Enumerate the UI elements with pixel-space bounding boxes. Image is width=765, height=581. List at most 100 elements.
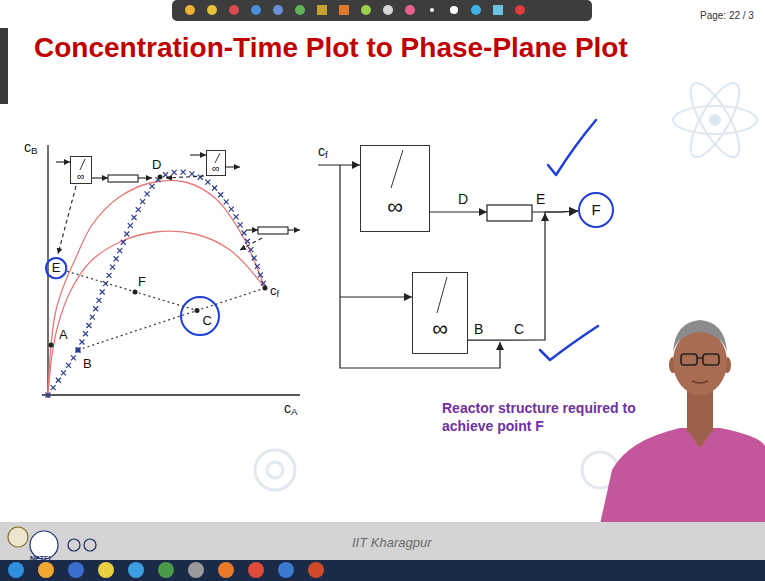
concentration-curve	[117, 248, 122, 253]
reactor-icon	[56, 161, 70, 162]
taskbar	[98, 562, 114, 578]
label-box: cA	[284, 399, 298, 417]
plot-point	[158, 175, 163, 180]
concentration-curve	[181, 170, 186, 175]
stirrer-symbol	[413, 273, 467, 353]
cstr-reactor: ∞	[412, 272, 468, 354]
reactor-icon	[92, 177, 108, 178]
slide-note: Reactor structure required to achieve po…	[442, 399, 678, 435]
stirrer-symbol	[437, 277, 447, 313]
concentration-curve	[71, 355, 76, 360]
concentration-curve	[46, 170, 266, 398]
circle-outline	[579, 193, 613, 227]
node-text: C	[203, 314, 212, 328]
atom-watermark	[682, 77, 748, 164]
toolbar	[361, 5, 371, 15]
check-mark	[540, 326, 598, 360]
taskbar	[8, 562, 24, 578]
presenter-figure	[692, 381, 708, 383]
concentration-curve	[258, 272, 263, 277]
video-footer	[84, 539, 96, 551]
node-text: ∞	[212, 162, 220, 174]
pointer-arrow	[58, 176, 262, 254]
concentration-curve	[245, 239, 250, 244]
video-footer	[8, 527, 28, 547]
toolbar	[172, 0, 592, 21]
page-number: Page: 22 / 3	[700, 10, 754, 21]
circle-outline	[46, 258, 66, 278]
presenter-figure	[686, 428, 714, 448]
concentration-curve	[66, 363, 71, 368]
concentration-curve	[93, 306, 98, 311]
video-footer	[0, 522, 765, 560]
gear-watermark	[255, 450, 295, 490]
concentration-curve	[100, 289, 105, 294]
node-text: ∞	[387, 195, 403, 219]
taskbar	[308, 562, 324, 578]
toolbar	[207, 5, 217, 15]
taskbar	[128, 562, 144, 578]
annotation-circle: C	[180, 296, 220, 336]
stream-label: cf	[318, 144, 328, 159]
mixing-line	[67, 271, 197, 310]
concentration-curve	[114, 256, 119, 261]
concentration-curve	[172, 170, 177, 175]
concentration-curve	[224, 199, 229, 204]
concentration-curve	[218, 192, 223, 197]
concentration-curve	[48, 180, 265, 395]
concentration-curve	[56, 378, 61, 383]
label-box: cf	[270, 281, 279, 299]
mixing-line	[78, 288, 265, 350]
toolbar	[339, 5, 349, 15]
pointer-arrow	[58, 186, 76, 254]
concentration-curve	[261, 281, 266, 286]
toolbar	[493, 5, 503, 15]
label-box: B	[474, 320, 483, 338]
plot-point	[263, 286, 268, 291]
axis-label: cB	[24, 140, 38, 155]
reactor-icon	[56, 155, 300, 234]
concentration-curve	[110, 265, 115, 270]
concentration-curve	[238, 222, 243, 227]
concentration-curve	[132, 215, 137, 220]
watermark: IIT Kharagpur	[352, 536, 432, 550]
toolbar	[172, 0, 592, 21]
label-box: F	[138, 272, 146, 290]
concentration-curve	[248, 247, 253, 252]
label-box: cf	[318, 142, 328, 160]
taskbar	[68, 562, 84, 578]
label-box: D	[458, 190, 468, 208]
taskbar	[158, 562, 174, 578]
presenter-figure	[600, 320, 765, 524]
concentration-curve	[121, 240, 126, 245]
point-label: D	[152, 158, 161, 172]
reactor-icon	[288, 229, 300, 230]
toolbar	[471, 5, 481, 15]
concentration-curve	[75, 348, 80, 353]
concentration-curve	[198, 175, 203, 180]
label-box: Reactor structure required to achieve po…	[442, 399, 678, 435]
title-box: Concentration-Time Plot to Phase-Plane P…	[34, 33, 628, 64]
label-box: B	[83, 354, 92, 372]
stream-label: D	[458, 192, 468, 207]
pointer-arrow	[240, 238, 262, 250]
plot-point	[49, 343, 54, 348]
circle-outline	[180, 296, 220, 336]
video-footer	[0, 522, 765, 560]
cstr-icon: ∞	[70, 156, 92, 184]
toolbar	[251, 5, 261, 15]
concentration-curve	[140, 199, 145, 204]
label-box: cB	[24, 138, 38, 156]
taskbar	[278, 562, 294, 578]
window-edge	[0, 28, 8, 104]
toolbar	[317, 5, 327, 15]
plot-point	[195, 308, 200, 313]
concentration-curve	[255, 264, 260, 269]
plot-point	[49, 175, 268, 353]
cstr-icon: ∞	[206, 150, 226, 176]
point-label: B	[83, 357, 92, 371]
taskbar	[38, 562, 54, 578]
